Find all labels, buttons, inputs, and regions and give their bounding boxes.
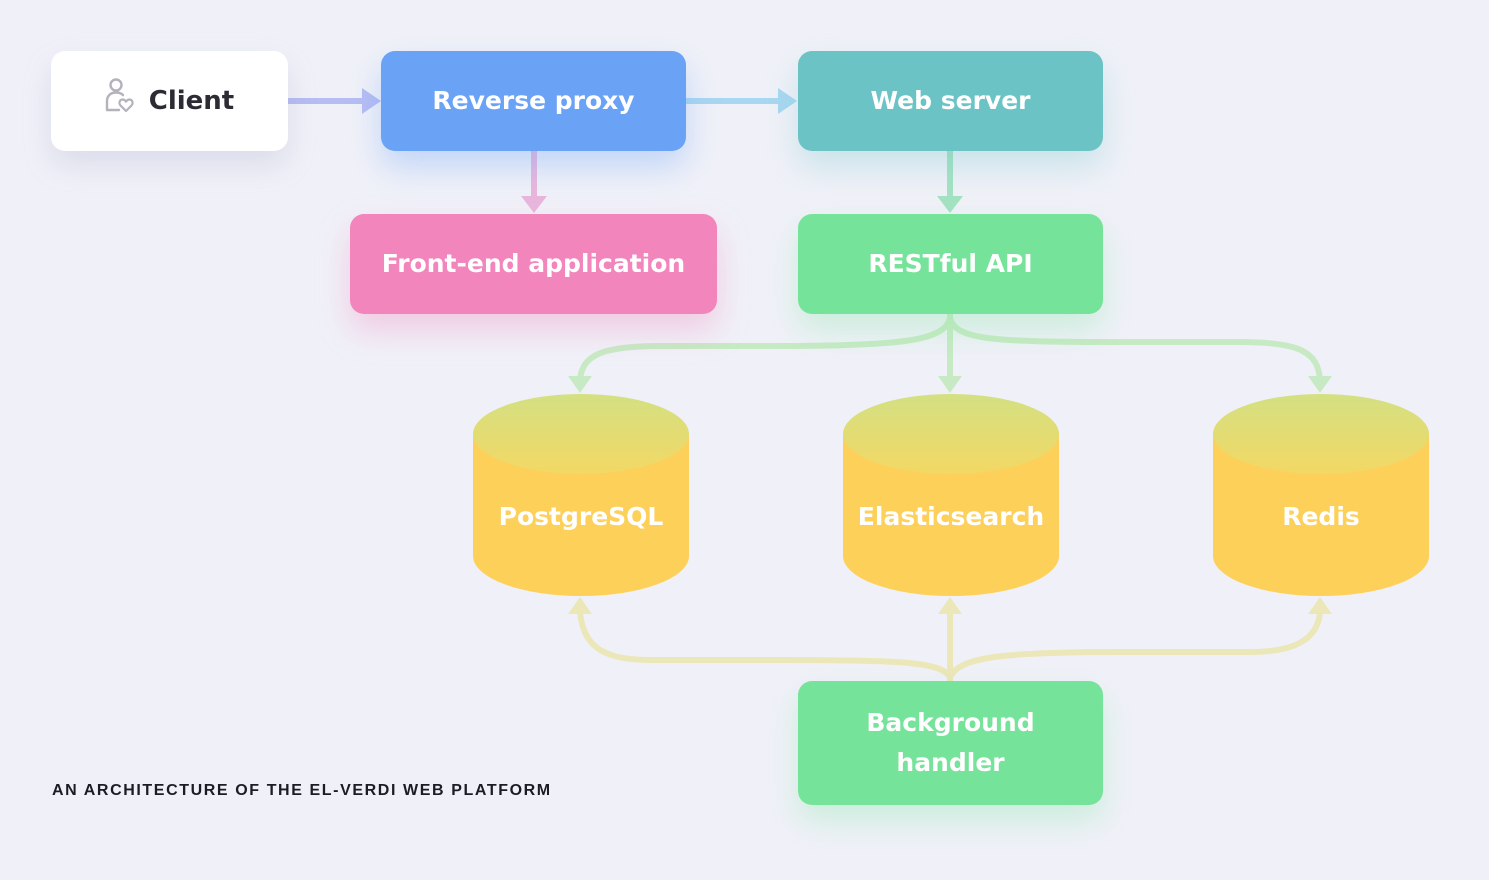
database-cylinder-icon (473, 394, 689, 596)
restful-api-label: RESTful API (868, 249, 1033, 278)
reverse-proxy-node: Reverse proxy (381, 51, 686, 151)
client-label: Client (148, 86, 235, 116)
restful-api-node: RESTful API (798, 214, 1103, 314)
postgresql-database: PostgreSQL (473, 394, 689, 596)
arrow-client-to-proxy (285, 88, 381, 114)
postgresql-label: PostgreSQL (498, 502, 664, 531)
reverse-proxy-label: Reverse proxy (432, 86, 635, 115)
arrowheads-handler-to-databases (568, 597, 1332, 614)
arrowheads-api-to-databases (568, 376, 1332, 393)
frontend-app-label: Front-end application (381, 249, 686, 278)
database-cylinder-icon (1213, 394, 1429, 596)
redis-database: Redis (1213, 394, 1429, 596)
database-cylinder-icon (843, 394, 1059, 596)
arrow-proxy-to-webserver (683, 88, 797, 114)
arrow-webserver-to-api (937, 148, 963, 213)
background-handler-node: Background handler (798, 681, 1103, 805)
redis-label: Redis (1282, 502, 1360, 531)
web-server-node: Web server (798, 51, 1103, 151)
frontend-app-node: Front-end application (350, 214, 717, 314)
elasticsearch-label: Elasticsearch (857, 502, 1045, 531)
diagram-caption: AN ARCHITECTURE OF THE EL-VERDI WEB PLAT… (52, 782, 552, 799)
client-node: Client (51, 51, 288, 151)
background-handler-label: Background handler (866, 708, 1035, 777)
arrow-proxy-to-frontend (521, 148, 547, 213)
user-heart-icon (105, 77, 135, 125)
elasticsearch-database: Elasticsearch (843, 394, 1059, 596)
web-server-label: Web server (870, 86, 1031, 115)
arrows-handler-to-databases (577, 609, 1323, 684)
arrows-api-to-databases (577, 311, 1323, 383)
